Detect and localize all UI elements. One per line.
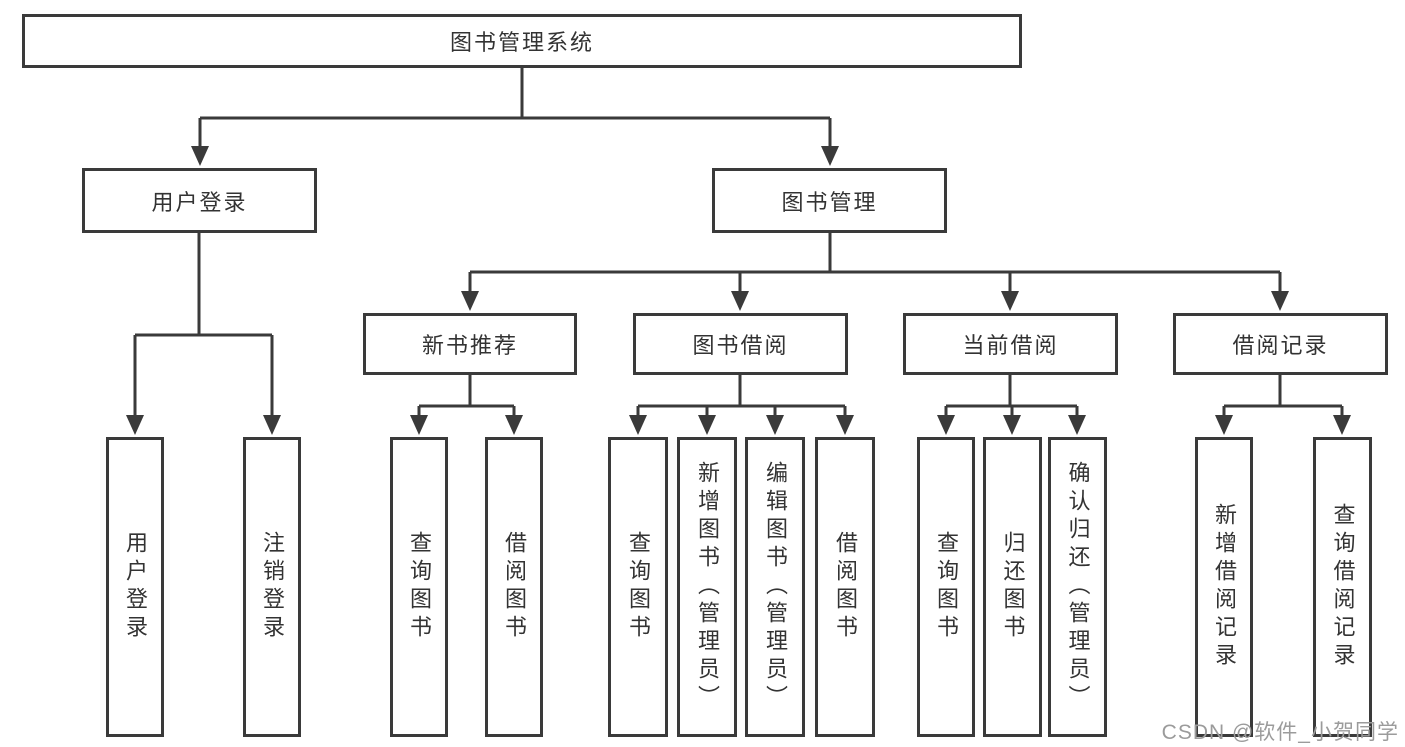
leaf-node: 借阅图书 — [485, 437, 543, 737]
node-new-book-recommendation-label: 新书推荐 — [421, 333, 518, 358]
node-borrowing-records: 借阅记录 — [1173, 313, 1388, 375]
leaf-node: 注销登录 — [243, 437, 301, 737]
node-user-login-label: 用户登录 — [151, 189, 248, 215]
leaf-node-label: 查询图书 — [934, 531, 959, 643]
node-book-management: 图书管理 — [712, 168, 947, 233]
leaf-node: 查询图书 — [608, 437, 668, 737]
leaf-node: 查询图书 — [390, 437, 448, 737]
leaf-node: 新增图书（管理员） — [677, 437, 737, 737]
node-root-label: 图书管理系统 — [449, 30, 594, 55]
node-root: 图书管理系统 — [22, 14, 1022, 68]
node-current-borrowing: 当前借阅 — [903, 313, 1118, 375]
node-book-borrowing-label: 图书借阅 — [692, 333, 789, 358]
node-book-management-label: 图书管理 — [781, 189, 878, 215]
leaf-node-label: 查询图书 — [626, 531, 651, 643]
csdn-watermark: CSDN @软件_小贺同学 — [1161, 721, 1399, 744]
leaf-node-label: 编辑图书（管理员） — [763, 461, 788, 713]
node-user-login: 用户登录 — [82, 168, 317, 233]
leaf-node: 借阅图书 — [815, 437, 875, 737]
leaf-node: 查询借阅记录 — [1313, 437, 1372, 737]
leaf-node: 编辑图书（管理员） — [745, 437, 805, 737]
leaf-node: 查询图书 — [917, 437, 975, 737]
node-current-borrowing-label: 当前借阅 — [962, 333, 1059, 358]
leaf-node-label: 注销登录 — [260, 531, 285, 643]
leaf-node: 归还图书 — [983, 437, 1042, 737]
leaf-node-label: 借阅图书 — [502, 531, 527, 643]
leaf-node-label: 归还图书 — [1000, 531, 1026, 643]
node-new-book-recommendation: 新书推荐 — [363, 313, 577, 375]
leaf-node: 用户登录 — [106, 437, 164, 737]
leaf-node-label: 借阅图书 — [833, 531, 858, 643]
leaf-node-label: 查询借阅记录 — [1330, 503, 1356, 671]
node-borrowing-records-label: 借阅记录 — [1232, 333, 1329, 358]
leaf-node-label: 查询图书 — [407, 531, 432, 643]
leaf-node: 确认归还（管理员） — [1048, 437, 1107, 737]
leaf-node: 新增借阅记录 — [1195, 437, 1253, 737]
leaf-node-label: 新增图书（管理员） — [695, 461, 720, 713]
leaf-node-label: 用户登录 — [123, 531, 148, 643]
node-book-borrowing: 图书借阅 — [633, 313, 848, 375]
leaf-node-label: 新增借阅记录 — [1212, 503, 1237, 671]
leaf-node-label: 确认归还（管理员） — [1065, 461, 1091, 713]
